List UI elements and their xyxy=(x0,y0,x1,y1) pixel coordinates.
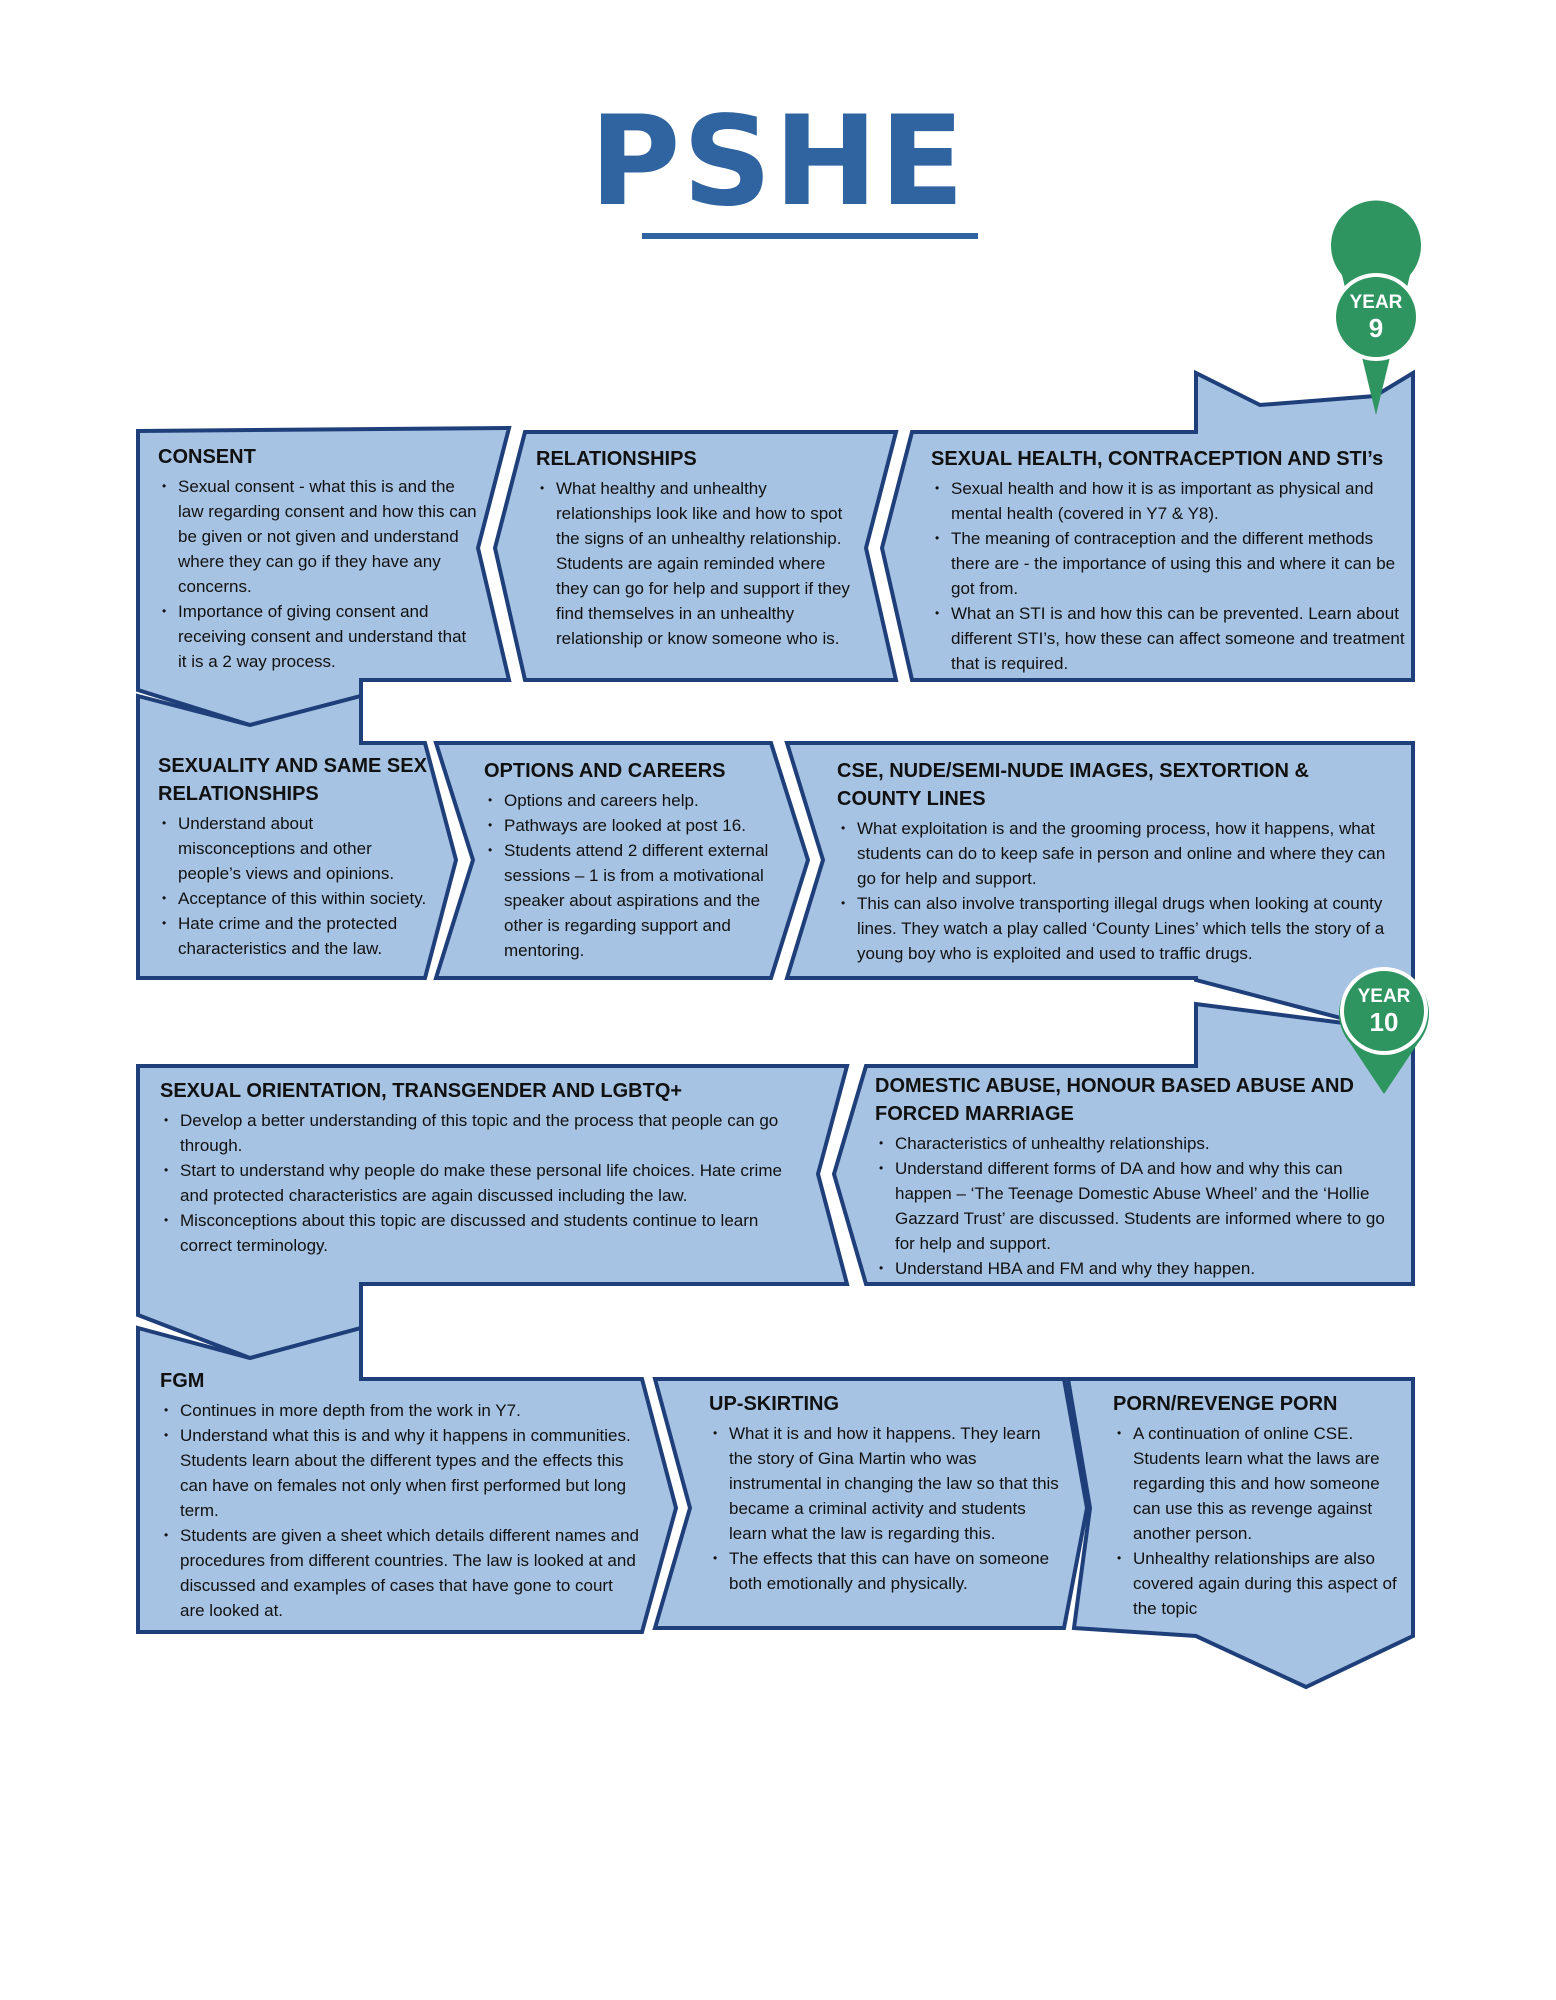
year-10-label: YEAR 10 xyxy=(1357,986,1411,1037)
topic-cse: CSE, NUDE/SEMI-NUDE IMAGES, SEXTORTION &… xyxy=(837,757,1397,966)
topic-bullet: Options and careers help. xyxy=(484,788,774,813)
topic-bullet: Misconceptions about this topic are disc… xyxy=(160,1208,800,1258)
topic-bullet: Understand HBA and FM and why they happe… xyxy=(875,1256,1390,1281)
topic-heading: CSE, NUDE/SEMI-NUDE IMAGES, SEXTORTION &… xyxy=(837,760,1309,810)
topic-bullet: What exploitation is and the grooming pr… xyxy=(837,816,1397,891)
topic-bullet: A continuation of online CSE. Students l… xyxy=(1113,1421,1408,1546)
topic-bullet: Students are given a sheet which details… xyxy=(160,1523,640,1623)
topic-heading: OPTIONS AND CAREERS xyxy=(484,760,726,782)
topic-consent: CONSENT Sexual consent - what this is an… xyxy=(158,443,478,674)
topic-bullet: Pathways are looked at post 16. xyxy=(484,813,774,838)
topic-bullet: What an STI is and how this can be preve… xyxy=(931,601,1406,676)
topic-heading: UP-SKIRTING xyxy=(709,1393,839,1415)
topic-up-skirting: UP-SKIRTING What it is and how it happen… xyxy=(709,1390,1064,1596)
topic-bullet: Understand different forms of DA and how… xyxy=(875,1156,1390,1256)
title-underline xyxy=(642,233,978,239)
topic-porn: PORN/REVENGE PORN A continuation of onli… xyxy=(1113,1390,1408,1621)
topic-bullet: Start to understand why people do make t… xyxy=(160,1158,800,1208)
topic-sexual-health: SEXUAL HEALTH, CONTRACEPTION AND STI’s S… xyxy=(931,445,1406,676)
topic-options-careers: OPTIONS AND CAREERS Options and careers … xyxy=(484,757,774,963)
year-10-marker xyxy=(1339,967,1429,1094)
topic-heading: RELATIONSHIPS xyxy=(536,448,697,470)
topic-heading: FGM xyxy=(160,1370,205,1392)
topic-heading: CONSENT xyxy=(158,446,256,468)
topic-bullet: What it is and how it happens. They lear… xyxy=(709,1421,1064,1546)
topic-bullet: Unhealthy relationships are also covered… xyxy=(1113,1546,1408,1621)
topic-sexual-orientation: SEXUAL ORIENTATION, TRANSGENDER AND LGBT… xyxy=(160,1077,800,1258)
topic-sexuality: SEXUALITY AND SAME SEX RELATIONSHIPS Und… xyxy=(158,752,428,961)
year-9-label: YEAR 9 xyxy=(1349,292,1403,343)
topic-bullet: Hate crime and the protected characteris… xyxy=(158,911,428,961)
topic-bullet: Sexual consent - what this is and the la… xyxy=(158,474,478,599)
topic-bullet: The meaning of contraception and the dif… xyxy=(931,526,1406,601)
topic-bullet: Students attend 2 different external ses… xyxy=(484,838,774,963)
topic-relationships: RELATIONSHIPS What healthy and unhealthy… xyxy=(536,445,856,651)
topic-heading: SEXUAL HEALTH, CONTRACEPTION AND STI’s xyxy=(931,448,1384,470)
topic-fgm: FGM Continues in more depth from the wor… xyxy=(160,1367,640,1623)
topic-bullet: Develop a better understanding of this t… xyxy=(160,1108,800,1158)
topic-bullet: Continues in more depth from the work in… xyxy=(160,1398,640,1423)
topic-heading: DOMESTIC ABUSE, HONOUR BASED ABUSE AND F… xyxy=(875,1075,1354,1125)
topic-bullet: Importance of giving consent and receivi… xyxy=(158,599,478,674)
topic-bullet: Understand about misconceptions and othe… xyxy=(158,811,428,886)
page-title: PSHE xyxy=(589,90,967,234)
topic-bullet: Characteristics of unhealthy relationshi… xyxy=(875,1131,1390,1156)
year-9-marker xyxy=(1331,200,1421,415)
topic-heading: SEXUALITY AND SAME SEX RELATIONSHIPS xyxy=(158,755,427,805)
topic-bullet: What healthy and unhealthy relationships… xyxy=(536,476,856,651)
topic-heading: SEXUAL ORIENTATION, TRANSGENDER AND LGBT… xyxy=(160,1080,683,1102)
topic-bullet: The effects that this can have on someon… xyxy=(709,1546,1064,1596)
topic-bullet: Acceptance of this within society. xyxy=(158,886,428,911)
topic-domestic-abuse: DOMESTIC ABUSE, HONOUR BASED ABUSE AND F… xyxy=(875,1072,1390,1281)
topic-heading: PORN/REVENGE PORN xyxy=(1113,1393,1338,1415)
topic-bullet: Understand what this is and why it happe… xyxy=(160,1423,640,1523)
topic-bullet: Sexual health and how it is as important… xyxy=(931,476,1406,526)
topic-bullet: This can also involve transporting illeg… xyxy=(837,891,1397,966)
